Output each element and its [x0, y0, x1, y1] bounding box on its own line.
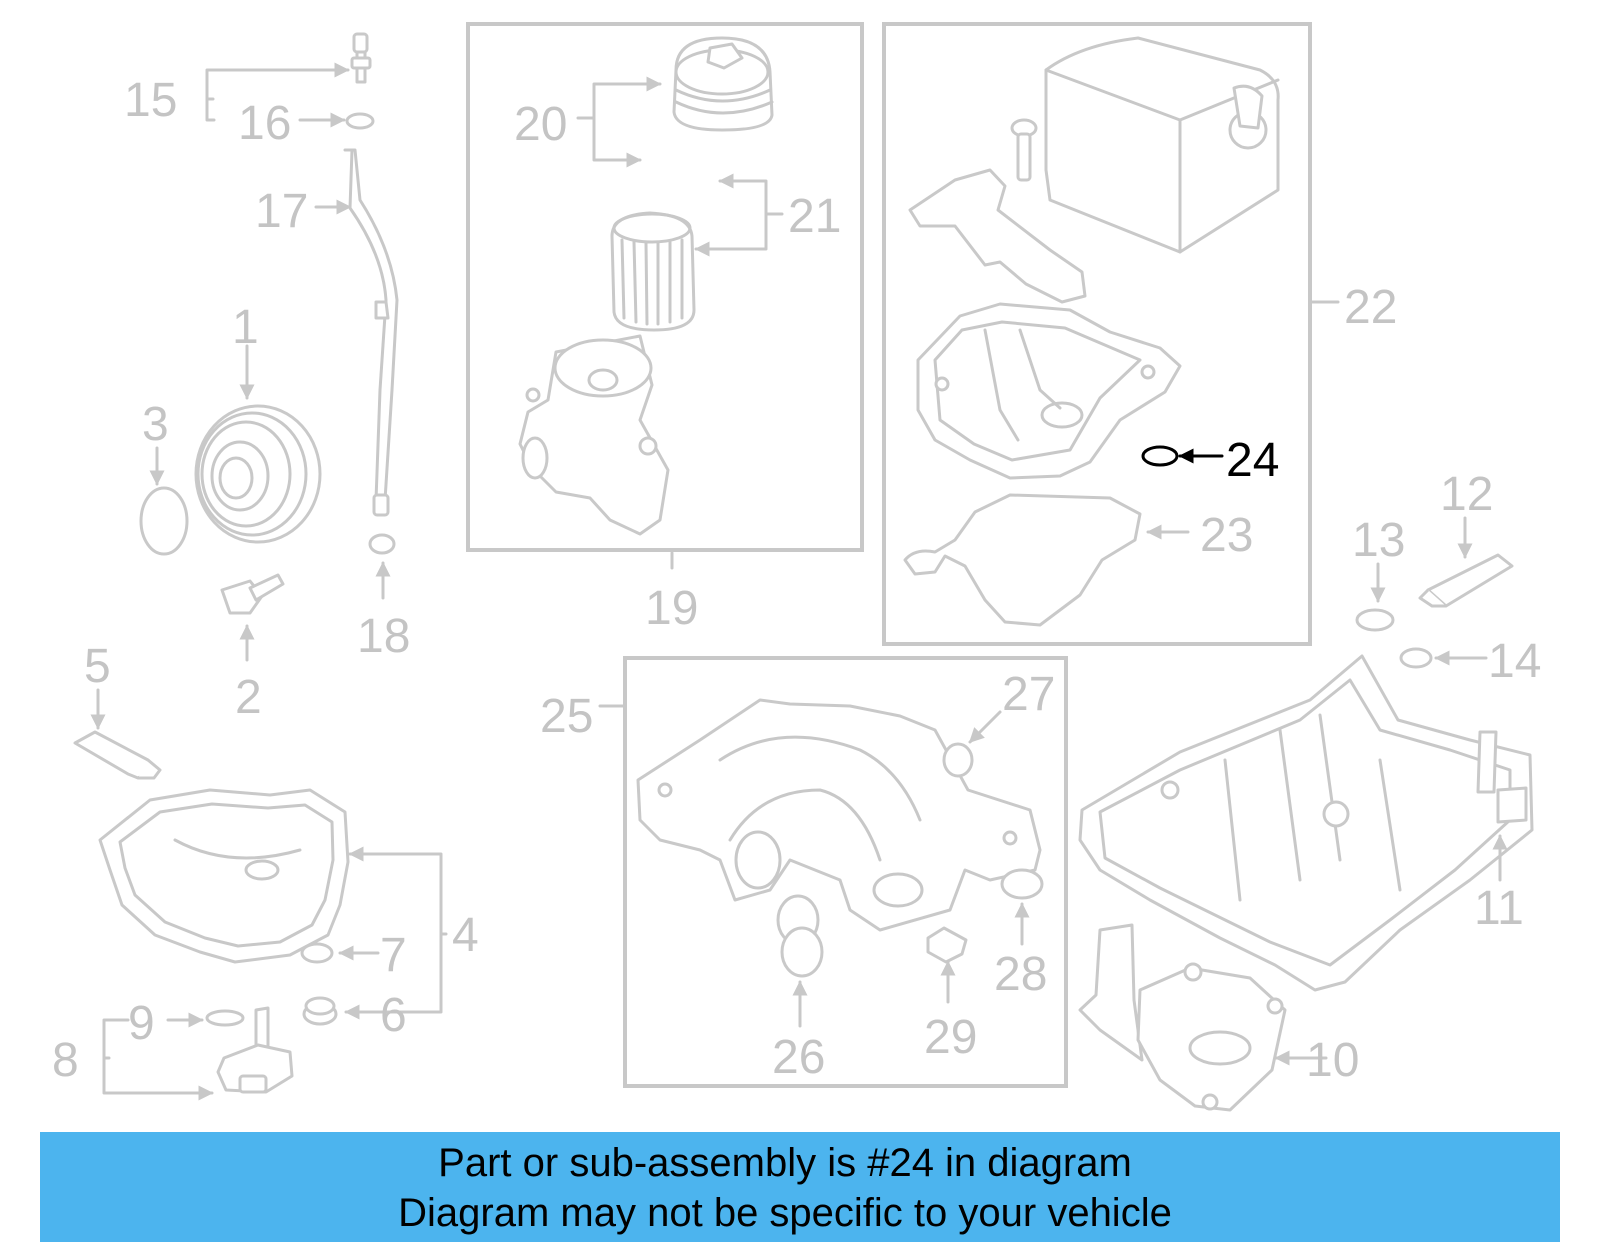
filter-cap-part-20	[672, 36, 774, 132]
washer-part-16	[345, 112, 375, 130]
callout-2: 2	[235, 671, 262, 724]
banner-line-2: Diagram may not be specific to your vehi…	[398, 1191, 1172, 1235]
callout-15: 15	[124, 74, 177, 127]
dipstick-tube-part-17	[343, 148, 399, 502]
bolt-part-2	[220, 573, 285, 615]
leader-15	[205, 62, 350, 122]
drain-plug-part-6	[302, 996, 338, 1026]
callout-4: 4	[452, 909, 479, 962]
leader-8	[102, 1018, 214, 1101]
callout-19: 19	[645, 582, 698, 635]
sealant-tube-nozzle	[138, 758, 162, 780]
callout-1: 1	[232, 301, 259, 354]
seal-part-28	[1000, 868, 1044, 900]
intake-manifold	[636, 698, 1042, 932]
callout-26: 26	[772, 1031, 825, 1084]
washer-part-13	[1355, 608, 1395, 632]
callout-3: 3	[142, 398, 169, 451]
callout-27: 27	[1002, 668, 1055, 721]
filter-housing	[518, 334, 670, 536]
callout-28: 28	[994, 948, 1047, 1001]
callout-21: 21	[788, 190, 841, 243]
oil-pan-part-4	[98, 788, 350, 964]
leader-4	[348, 846, 448, 936]
o-ring-part-14	[1399, 647, 1433, 669]
callout-18: 18	[357, 610, 410, 663]
seal-part-27	[942, 742, 974, 778]
callout-12: 12	[1440, 468, 1493, 521]
leader-21	[694, 173, 784, 257]
gasket-part-23	[903, 493, 1142, 627]
box-oil-cooler-group	[882, 22, 1312, 646]
oil-cooler	[1044, 36, 1280, 254]
sealant-tube-part-12	[1418, 553, 1514, 608]
callout-24: 24	[1226, 434, 1279, 487]
callout-9: 9	[128, 997, 155, 1050]
callout-11: 11	[1474, 882, 1524, 935]
callout-6: 6	[380, 989, 407, 1042]
dipstick-bracket	[374, 300, 390, 320]
leader-20	[576, 76, 662, 168]
callout-29: 29	[924, 1011, 977, 1064]
callout-7: 7	[380, 929, 407, 982]
sealant-tube-part-5	[73, 730, 154, 780]
upper-oil-pan-part-11	[1078, 654, 1534, 992]
oil-pump-part-10	[1078, 923, 1287, 1112]
callout-20: 20	[514, 98, 567, 151]
o-ring-part-7	[300, 942, 334, 964]
banner-line-1: Part or sub-assembly is #24 in diagram	[438, 1141, 1132, 1185]
oil-level-sensor-part-8	[216, 1006, 294, 1094]
seal-part-26	[776, 894, 824, 978]
callout-22: 22	[1344, 281, 1397, 334]
leader-4-b	[344, 932, 443, 1020]
o-ring-part-3	[139, 486, 189, 556]
o-ring-part-18	[368, 533, 396, 555]
o-ring-part-24	[1141, 445, 1179, 467]
info-banner: Part or sub-assembly is #24 in diagram D…	[40, 1132, 1560, 1242]
dipstick-tube-end	[372, 493, 390, 517]
pulley-part-1	[194, 404, 322, 544]
callout-17: 17	[255, 185, 308, 238]
gasket-part-29	[926, 926, 968, 964]
callout-8: 8	[52, 1034, 79, 1087]
callout-14: 14	[1488, 635, 1541, 688]
filter-element-part-21	[610, 211, 696, 332]
callout-16: 16	[238, 97, 291, 150]
box-intake-manifold-group	[623, 656, 1068, 1088]
gasket-oil-cooler	[908, 168, 1087, 304]
o-ring-part-9	[205, 1009, 245, 1027]
box-oil-filter-group	[466, 22, 864, 552]
callout-10: 10	[1306, 1034, 1359, 1087]
callout-23: 23	[1200, 509, 1253, 562]
leader-27	[968, 710, 1002, 744]
callout-5: 5	[84, 640, 111, 693]
oil-filter-housing-base	[916, 302, 1182, 480]
bolt-oil-cooler	[1010, 118, 1038, 182]
callout-25: 25	[540, 690, 593, 743]
bolt-part-15	[350, 32, 372, 84]
callout-13: 13	[1352, 514, 1405, 567]
